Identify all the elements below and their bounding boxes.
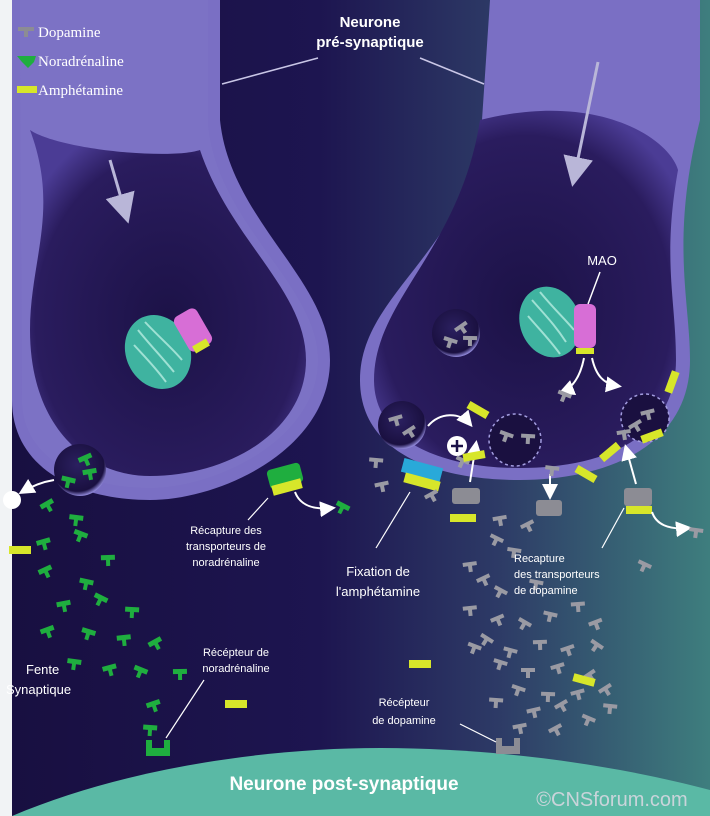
receptor-nor-label-1: Récépteur de — [203, 647, 269, 659]
amph-binding-label-1: Fixation de — [346, 564, 410, 579]
post-neuron-label: Neurone post-synaptique — [229, 774, 458, 795]
mao-label: MAO — [587, 253, 617, 268]
vesicle-right-1 — [432, 309, 480, 357]
cleft-label-2: Synaptique — [6, 682, 71, 697]
cleft-label-1: Fente — [26, 662, 59, 677]
receptor-dop-label-2: de dopamine — [372, 715, 436, 727]
reuptake-dop-label-3: de dopamine — [514, 585, 578, 597]
pre-neuron-label-2: pré-synaptique — [316, 34, 424, 51]
inhibit-icon — [3, 491, 21, 509]
vesicle-right-3 — [489, 414, 541, 466]
copyright-text: ©CNSforum.com — [536, 789, 687, 811]
legend-dopamine-label: Dopamine — [38, 25, 101, 41]
receptor-dop-label-1: Récépteur — [379, 697, 430, 709]
legend-amphetamine-label: Amphétamine — [38, 83, 123, 99]
reuptake-dop-label-2: des transporteurs — [514, 569, 600, 581]
vesicle-right-2 — [378, 401, 426, 449]
pre-neuron-label-1: Neurone — [340, 14, 401, 31]
mao-amph-right — [576, 348, 594, 354]
reuptake-nor-label-1: Récapture des — [190, 525, 262, 537]
reuptake-nor-label-3: noradrénaline — [192, 557, 259, 569]
reuptake-nor-label-2: transporteurs de — [186, 541, 266, 553]
amphetamine-molecule — [9, 546, 31, 554]
reuptake-dop-label-1: Recapture — [514, 553, 565, 565]
mao-enzyme-right — [574, 304, 596, 348]
vesicle-left — [54, 444, 106, 496]
receptor-nor-label-2: noradrénaline — [202, 663, 269, 675]
amphetamine-molecule — [225, 700, 247, 708]
legend-amphetamine-swatch — [17, 86, 37, 93]
legend-noradrenaline-label: Noradrénaline — [38, 54, 124, 70]
amphetamine-molecule — [409, 660, 431, 668]
amph-binding-label-2: l'amphétamine — [336, 584, 420, 599]
dopamine-transporter-2 — [536, 500, 562, 516]
dopamine-transporter-3 — [624, 488, 652, 514]
